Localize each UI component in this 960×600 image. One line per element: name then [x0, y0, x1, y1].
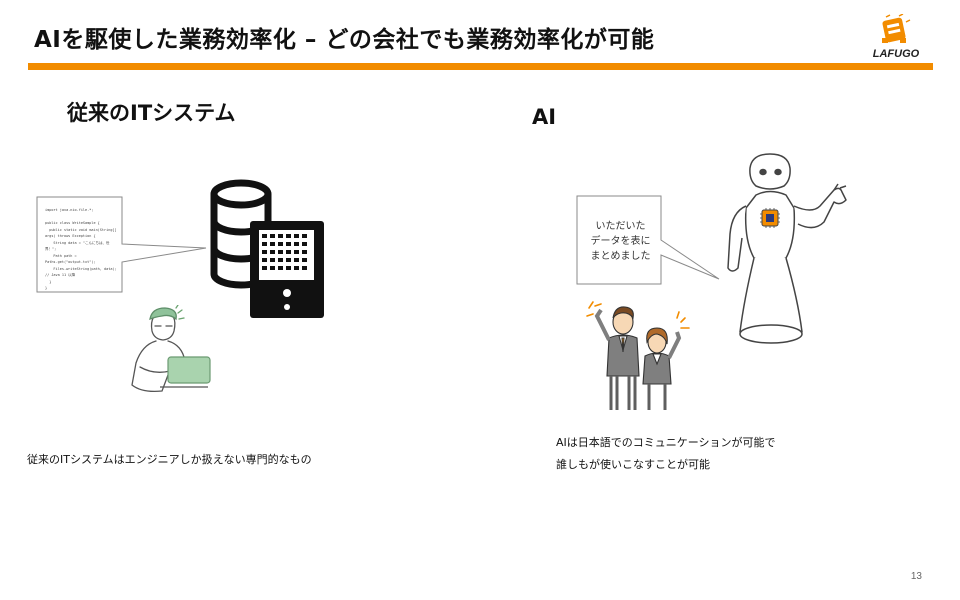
code-speech-bubble [36, 196, 207, 293]
speech-line: いただいた [595, 221, 646, 232]
traditional-it-heading: 従来のITシステム [67, 101, 236, 125]
business-people-illustration [586, 301, 690, 410]
engineer-with-laptop [131, 305, 211, 393]
speech-line: まとめました [590, 251, 651, 262]
slide-title: AIを駆使した業務効率化 – どの会社でも業務効率化が可能 [34, 27, 655, 53]
ai-caption-line: 誰しもが使いこなすことが可能 [556, 458, 710, 471]
ai-speech-bubble [576, 195, 720, 285]
title-underline-bar [28, 63, 933, 70]
logo-wordmark: LAFUGO [872, 48, 920, 60]
logo-icon [882, 13, 911, 43]
ai-heading: AI [532, 105, 557, 129]
database-server-icon [210, 179, 324, 318]
page-number: 13 [910, 571, 922, 582]
company-logo: LAFUGO [866, 13, 926, 60]
speech-line: データを表に [590, 236, 651, 247]
robot-illustration [727, 153, 847, 344]
traditional-it-caption: 従来のITシステムはエンジニアしか扱えない専門的なもの [27, 453, 312, 466]
code-snippet: import java.nio.file.*; public class Wri… [45, 208, 117, 290]
server-icon [250, 221, 324, 318]
ai-caption: AIは日本語でのコミュニケーションが可能で 誰しもが使いこなすことが可能 [556, 432, 776, 476]
ai-caption-line: AIは日本語でのコミュニケーションが可能で [556, 436, 776, 449]
ai-speech-text: いただいた データを表に まとめました [583, 219, 658, 264]
